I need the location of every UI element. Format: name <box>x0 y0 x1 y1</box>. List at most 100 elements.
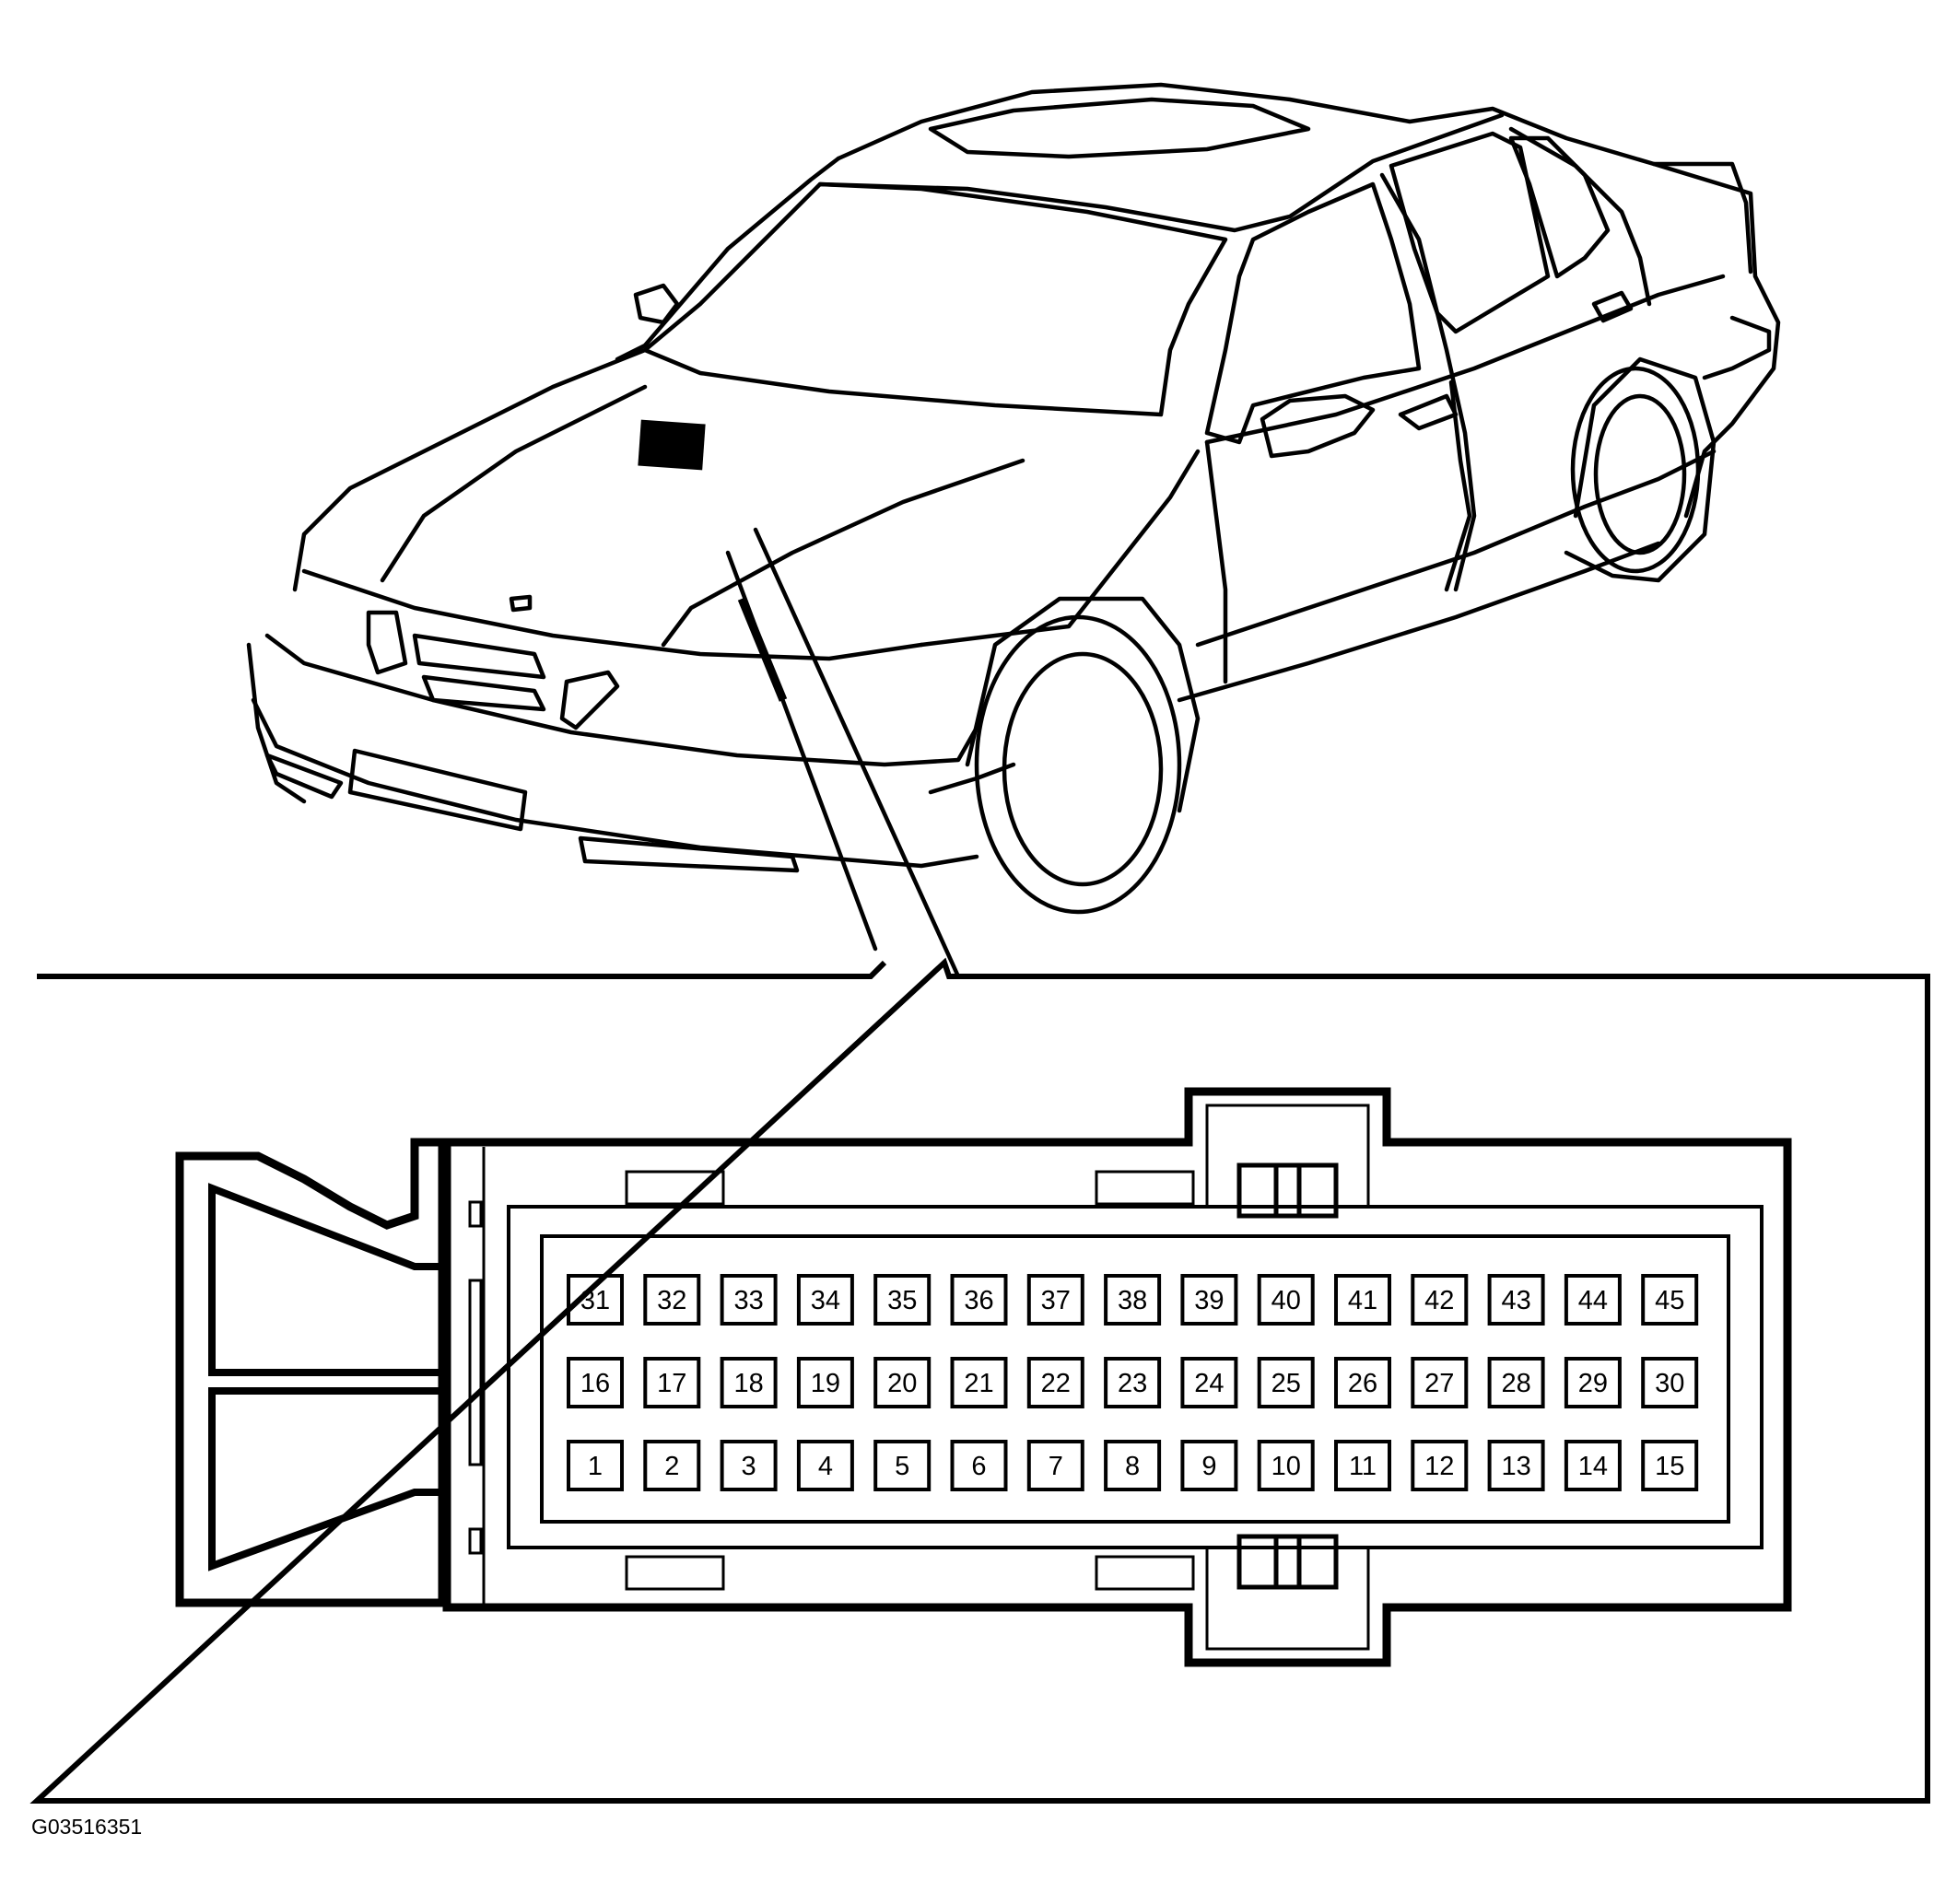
pin-number-label: 38 <box>1118 1286 1147 1315</box>
pin-cavity <box>1411 1357 1469 1408</box>
car-rear-wheel-arch <box>1564 356 1717 583</box>
pin-number-label: 18 <box>733 1369 763 1398</box>
car-roof-edge <box>817 112 1505 233</box>
car-pillar-c <box>1508 126 1652 307</box>
connector-pin-33: 33 <box>720 1274 778 1326</box>
car-license-plate <box>347 748 528 832</box>
connector-pin-42: 42 <box>1411 1274 1469 1326</box>
pin-number-label: 15 <box>1655 1452 1684 1481</box>
car-rear-bumper <box>1702 315 1772 380</box>
connector-lock-clip-bottom <box>1236 1534 1339 1590</box>
car-bumper-corner <box>246 642 307 804</box>
pin-cavity <box>1257 1274 1315 1326</box>
connector-pin-19: 19 <box>796 1357 854 1408</box>
pin-number-label: 40 <box>1271 1286 1301 1315</box>
car-front-door-edge <box>1204 439 1228 684</box>
pin-cavity <box>567 1440 624 1491</box>
pin-cavity <box>1026 1440 1084 1491</box>
pin-number-label: 17 <box>657 1369 686 1398</box>
pin-cavity <box>643 1274 701 1326</box>
connector-pin-17: 17 <box>643 1357 701 1408</box>
pin-number-label: 30 <box>1655 1369 1684 1398</box>
connector-pin-29: 29 <box>1564 1357 1622 1408</box>
connector-guide-top-right <box>1095 1170 1195 1206</box>
pin-cavity <box>1411 1274 1469 1326</box>
pin-number-label: 22 <box>1041 1369 1071 1398</box>
pin-cavity <box>1564 1357 1622 1408</box>
pin-number-label: 2 <box>664 1452 679 1481</box>
pin-cavity <box>720 1274 778 1326</box>
connector-latch-outer <box>175 1138 447 1607</box>
pin-number-label: 29 <box>1578 1369 1608 1398</box>
car-front-lower <box>928 762 1016 795</box>
connector-pin-41: 41 <box>1334 1274 1391 1326</box>
pin-number-label: 13 <box>1501 1452 1530 1481</box>
connector-pin-21: 21 <box>950 1357 1008 1408</box>
car-sunroof <box>928 97 1311 159</box>
pin-cavity <box>720 1440 778 1491</box>
pin-cavity <box>1334 1274 1391 1326</box>
car-rear-wheel-inner <box>1593 393 1687 555</box>
pin-cavity <box>567 1357 624 1408</box>
connector-pin-44: 44 <box>1564 1274 1622 1326</box>
car-hood-crease <box>380 384 648 583</box>
connector-pin-12: 12 <box>1411 1440 1469 1491</box>
pin-number-label: 11 <box>1349 1452 1377 1481</box>
connector-latch-top-window <box>208 1183 446 1376</box>
car-beltline <box>1204 274 1726 445</box>
connector-pin-40: 40 <box>1257 1274 1315 1326</box>
pin-number-label: 36 <box>964 1286 993 1315</box>
connector-guide-bottom-right <box>1095 1555 1195 1591</box>
pin-number-label: 42 <box>1424 1286 1454 1315</box>
connector-tab-left-top <box>468 1200 483 1228</box>
pin-number-label: 45 <box>1655 1286 1684 1315</box>
connector-pin-34: 34 <box>796 1274 854 1326</box>
connector-pin-36: 36 <box>950 1274 1008 1326</box>
pin-cavity <box>1180 1440 1238 1491</box>
car-fog-light-right <box>578 835 800 873</box>
connector-pin-24: 24 <box>1180 1357 1238 1408</box>
pin-cavity <box>1487 1440 1545 1491</box>
connector-pin-16: 16 <box>567 1357 624 1408</box>
connector-pin-30: 30 <box>1641 1357 1699 1408</box>
pin-cavity <box>1180 1357 1238 1408</box>
connector-face-outer <box>507 1205 1764 1549</box>
pin-number-label: 33 <box>733 1286 763 1315</box>
pin-number-label: 25 <box>1271 1369 1301 1398</box>
pin-number-label: 3 <box>742 1452 756 1481</box>
pin-cavity <box>720 1357 778 1408</box>
pin-cavity <box>1641 1440 1699 1491</box>
pin-cavity <box>1641 1357 1699 1408</box>
pin-number-label: 21 <box>964 1369 993 1398</box>
pin-number-label: 37 <box>1041 1286 1071 1315</box>
car-grille-upper <box>412 633 546 680</box>
pin-cavity <box>1257 1357 1315 1408</box>
connector-pin-1: 1 <box>567 1440 624 1491</box>
figure-id-label: G03516351 <box>31 1815 143 1839</box>
car-a-pillar <box>615 156 841 362</box>
car-fender-line <box>919 449 1201 648</box>
connector-pin-38: 38 <box>1104 1274 1162 1326</box>
car-front-wheel-arch <box>965 596 1201 813</box>
connector-tab-left-bottom <box>468 1527 483 1555</box>
pin-cavity <box>1411 1440 1469 1491</box>
car-headlight-left <box>366 610 408 675</box>
pin-cavity <box>1257 1440 1315 1491</box>
car-grille-lower <box>421 674 546 712</box>
pin-number-label: 4 <box>818 1452 833 1481</box>
connector-pin-9: 9 <box>1180 1440 1238 1491</box>
pin-cavity <box>1026 1357 1084 1408</box>
connector-pin-6: 6 <box>950 1440 1008 1491</box>
pin-cavity <box>1487 1357 1545 1408</box>
pin-number-label: 19 <box>811 1369 840 1398</box>
connector-pin-2: 2 <box>643 1440 701 1491</box>
pin-number-label: 26 <box>1348 1369 1377 1398</box>
car-rear-door-edge <box>1444 380 1472 592</box>
component-location-marker <box>638 419 706 471</box>
pin-number-label: 39 <box>1194 1286 1224 1315</box>
connector-pin-11: 11 <box>1334 1440 1391 1491</box>
pin-number-label: 35 <box>887 1286 917 1315</box>
